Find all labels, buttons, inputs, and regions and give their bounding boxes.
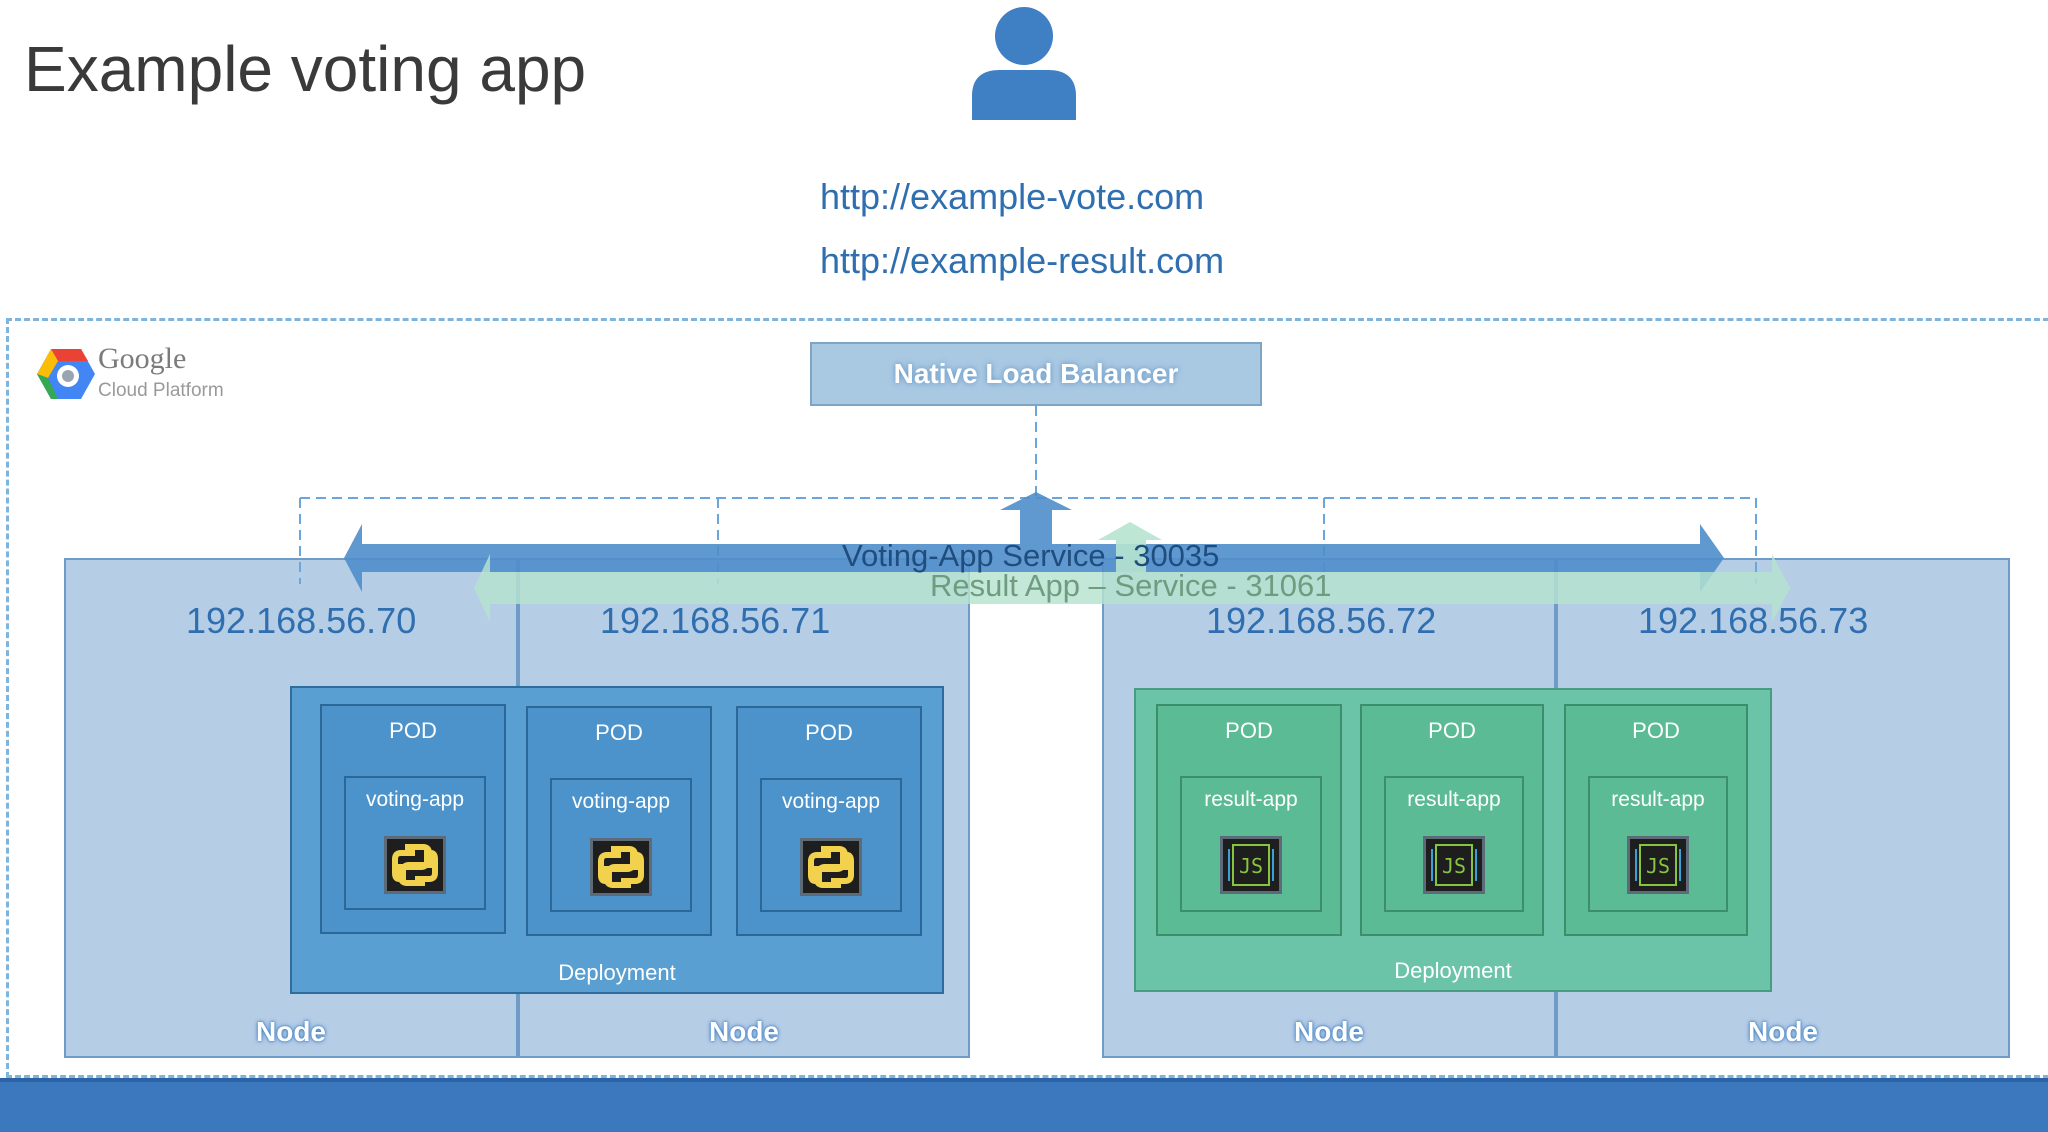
user-icon — [972, 7, 1076, 120]
result-app-container: result-app JS — [1588, 776, 1728, 912]
result-pod-2[interactable]: POD result-app JS — [1360, 704, 1544, 936]
node-label: Node — [1748, 1016, 1818, 1047]
result-url[interactable]: http://example-result.com — [820, 240, 1225, 281]
voting-pod-3[interactable]: POD voting-app — [736, 706, 922, 936]
voting-pod-2[interactable]: POD voting-app — [526, 706, 712, 936]
app-label: result-app — [1407, 788, 1501, 811]
native-load-balancer[interactable]: Native Load Balancer — [810, 342, 1262, 406]
python-icon — [800, 838, 862, 896]
result-app-container: result-app JS — [1180, 776, 1322, 912]
pod-label: POD — [389, 718, 437, 743]
node-ip: 192.168.56.72 — [1206, 600, 1437, 641]
svg-text:JS: JS — [1442, 854, 1466, 878]
vote-url[interactable]: http://example-vote.com — [820, 176, 1205, 217]
nodejs-icon: JS — [1627, 836, 1689, 894]
pod-label: POD — [595, 720, 643, 745]
node-ip: 192.168.56.71 — [600, 600, 831, 641]
deployment-label: Deployment — [1394, 958, 1512, 983]
result-service-arrow — [474, 522, 1790, 622]
app-label: voting-app — [781, 790, 881, 813]
node-ip: 192.168.56.70 — [186, 600, 417, 641]
voting-app-container: voting-app — [760, 778, 902, 912]
app-label: voting-app — [365, 788, 465, 811]
python-icon — [384, 836, 446, 894]
deployment-label: Deployment — [558, 960, 676, 985]
google-cloud-logo-icon — [37, 349, 95, 399]
pod-label: POD — [1632, 718, 1680, 743]
gcp-product: Cloud Platform — [98, 380, 224, 401]
nodejs-icon: JS — [1423, 836, 1485, 894]
slide-title: Example voting app — [24, 33, 587, 105]
voting-app-container: voting-app — [344, 776, 486, 910]
node-label: Node — [709, 1016, 779, 1047]
voting-service-label: Voting-App Service - 30035 — [842, 538, 1220, 573]
pod-label: POD — [1225, 718, 1273, 743]
node-label: Node — [1294, 1016, 1364, 1047]
app-label: voting-app — [571, 790, 671, 813]
node-label: Node — [256, 1016, 326, 1047]
bottom-bar — [0, 1078, 2048, 1132]
result-service-label: Result App – Service - 31061 — [930, 568, 1332, 603]
node-ip: 192.168.56.73 — [1638, 600, 1869, 641]
voting-app-container: voting-app — [550, 778, 692, 912]
pod-label: POD — [805, 720, 853, 745]
app-label: result-app — [1611, 788, 1705, 811]
python-icon — [590, 838, 652, 896]
result-pod-3[interactable]: POD result-app JS — [1564, 704, 1748, 936]
result-pod-1[interactable]: POD result-app JS — [1156, 704, 1342, 936]
voting-pod-1[interactable]: POD voting-app — [320, 704, 506, 934]
voting-service-arrow — [344, 492, 1724, 592]
nodejs-icon: JS — [1220, 836, 1282, 894]
gcp-name: Google — [98, 342, 187, 375]
result-app-container: result-app JS — [1384, 776, 1524, 912]
cluster-boundary — [6, 318, 2048, 1078]
load-balancer-label: Native Load Balancer — [893, 358, 1179, 389]
app-label: result-app — [1204, 788, 1298, 811]
svg-text:JS: JS — [1646, 854, 1670, 878]
svg-text:JS: JS — [1239, 854, 1263, 878]
pod-label: POD — [1428, 718, 1476, 743]
